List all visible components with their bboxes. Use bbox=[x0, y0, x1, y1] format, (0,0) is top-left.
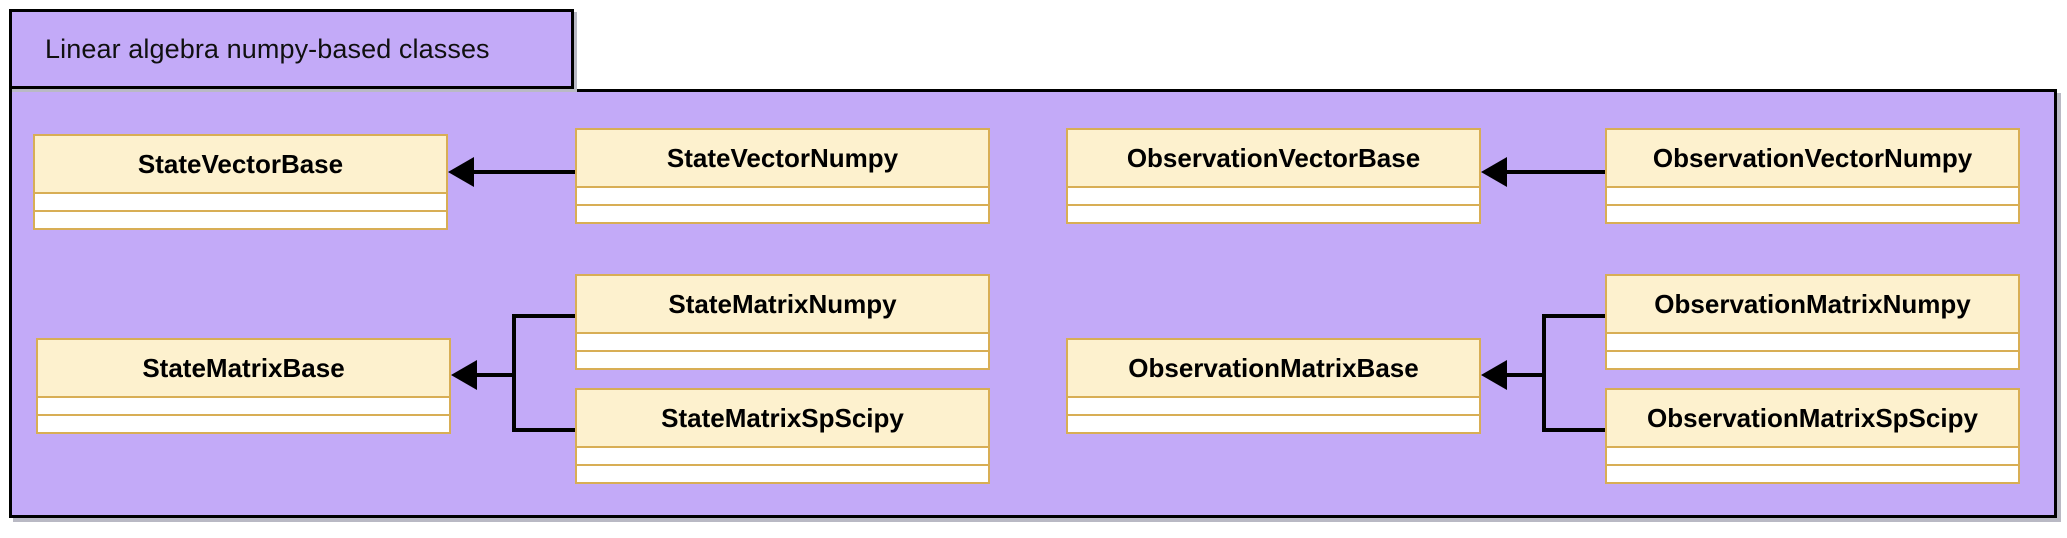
class-attributes-compartment bbox=[577, 448, 988, 464]
class-box-state-matrix-spscipy[interactable]: StateMatrixSpScipy bbox=[575, 388, 990, 484]
inheritance-arrowhead-state-vector bbox=[448, 157, 474, 187]
class-box-observation-matrix-spscipy[interactable]: ObservationMatrixSpScipy bbox=[1605, 388, 2020, 484]
class-name-state-matrix-spscipy: StateMatrixSpScipy bbox=[577, 390, 988, 446]
class-attributes-compartment bbox=[1068, 188, 1479, 204]
package-title: Linear algebra numpy-based classes bbox=[45, 33, 490, 64]
class-box-observation-vector-numpy[interactable]: ObservationVectorNumpy bbox=[1605, 128, 2020, 224]
class-box-state-matrix-numpy[interactable]: StateMatrixNumpy bbox=[575, 274, 990, 370]
class-box-observation-matrix-numpy[interactable]: ObservationMatrixNumpy bbox=[1605, 274, 2020, 370]
class-operations-compartment bbox=[577, 466, 988, 482]
class-attributes-compartment bbox=[1607, 334, 2018, 350]
class-name-observation-matrix-numpy: ObservationMatrixNumpy bbox=[1607, 276, 2018, 332]
class-box-state-matrix-base[interactable]: StateMatrixBase bbox=[36, 338, 451, 434]
inheritance-edge-observation-matrix-to-base bbox=[1503, 373, 1546, 377]
class-name-state-matrix-base: StateMatrixBase bbox=[38, 340, 449, 396]
class-attributes-compartment bbox=[38, 398, 449, 414]
class-name-observation-matrix-base: ObservationMatrixBase bbox=[1068, 340, 1479, 396]
class-operations-compartment bbox=[577, 352, 988, 368]
class-name-state-matrix-numpy: StateMatrixNumpy bbox=[577, 276, 988, 332]
class-attributes-compartment bbox=[35, 194, 446, 210]
inheritance-edge-state-matrix-spscipy-stub bbox=[512, 428, 578, 432]
class-operations-compartment bbox=[577, 206, 988, 222]
class-box-observation-vector-base[interactable]: ObservationVectorBase bbox=[1066, 128, 1481, 224]
inheritance-edge-observation-vector bbox=[1503, 170, 1608, 174]
inheritance-edge-state-matrix-to-base bbox=[473, 373, 516, 377]
class-attributes-compartment bbox=[1607, 448, 2018, 464]
class-name-state-vector-base: StateVectorBase bbox=[35, 136, 446, 192]
inheritance-arrowhead-observation-vector bbox=[1481, 157, 1507, 187]
inheritance-arrowhead-observation-matrix bbox=[1481, 360, 1507, 390]
class-attributes-compartment bbox=[1607, 188, 2018, 204]
inheritance-edge-state-matrix-numpy-stub bbox=[512, 314, 578, 318]
class-operations-compartment bbox=[1607, 466, 2018, 482]
class-box-state-vector-numpy[interactable]: StateVectorNumpy bbox=[575, 128, 990, 224]
class-operations-compartment bbox=[1068, 206, 1479, 222]
class-operations-compartment bbox=[1607, 352, 2018, 368]
inheritance-edge-observation-matrix-numpy-stub bbox=[1542, 314, 1608, 318]
class-attributes-compartment bbox=[577, 334, 988, 350]
class-operations-compartment bbox=[1607, 206, 2018, 222]
class-operations-compartment bbox=[1068, 416, 1479, 432]
class-name-state-vector-numpy: StateVectorNumpy bbox=[577, 130, 988, 186]
class-name-observation-vector-base: ObservationVectorBase bbox=[1068, 130, 1479, 186]
class-attributes-compartment bbox=[1068, 398, 1479, 414]
class-name-observation-vector-numpy: ObservationVectorNumpy bbox=[1607, 130, 2018, 186]
inheritance-edge-state-vector bbox=[470, 170, 578, 174]
inheritance-arrowhead-state-matrix bbox=[451, 360, 477, 390]
class-operations-compartment bbox=[35, 212, 446, 228]
class-box-state-vector-base[interactable]: StateVectorBase bbox=[33, 134, 448, 230]
class-name-observation-matrix-spscipy: ObservationMatrixSpScipy bbox=[1607, 390, 2018, 446]
class-box-observation-matrix-base[interactable]: ObservationMatrixBase bbox=[1066, 338, 1481, 434]
inheritance-edge-observation-matrix-spscipy-stub bbox=[1542, 428, 1608, 432]
package-tab: Linear algebra numpy-based classes bbox=[9, 9, 574, 89]
class-attributes-compartment bbox=[577, 188, 988, 204]
class-operations-compartment bbox=[38, 416, 449, 432]
